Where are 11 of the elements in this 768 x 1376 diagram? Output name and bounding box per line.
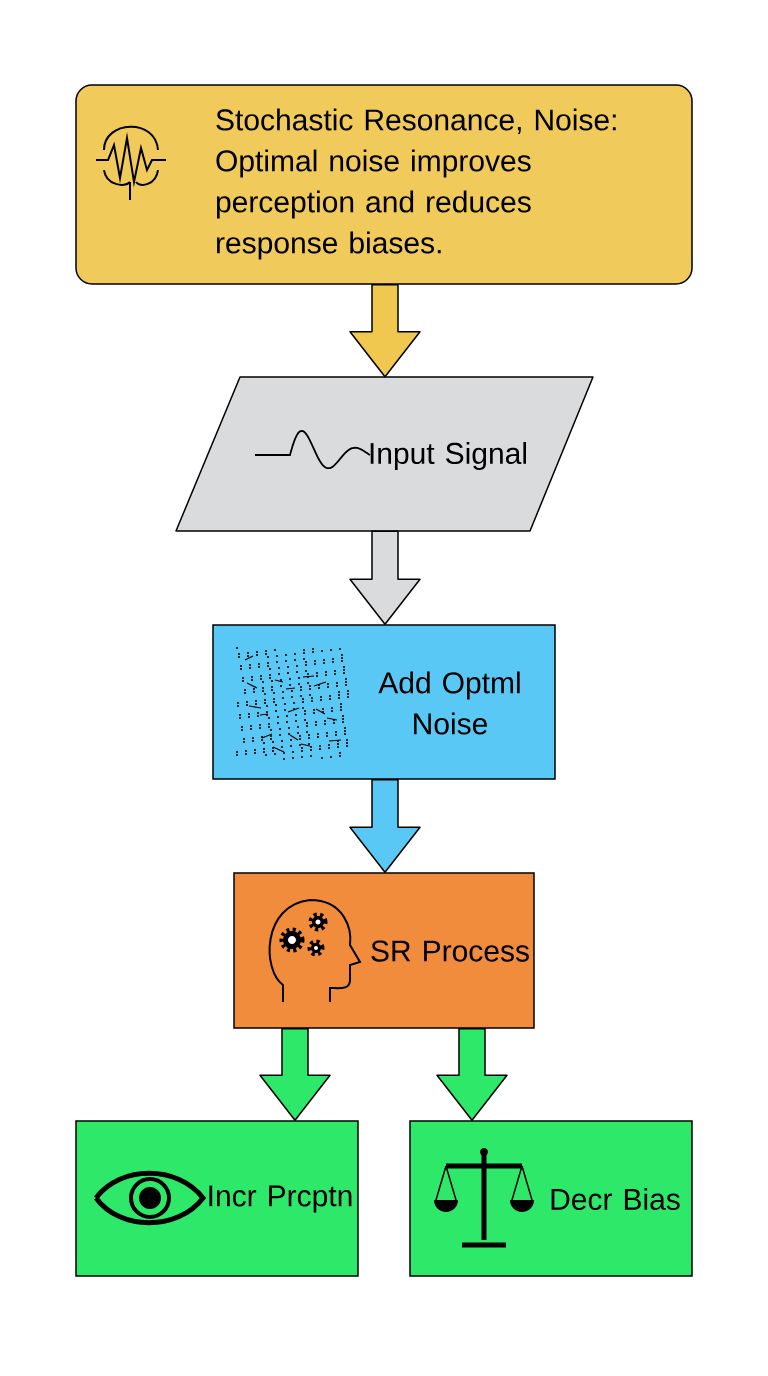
output-box: Decr Bias xyxy=(409,1120,693,1277)
process-box: Add Optml Noise xyxy=(212,624,556,780)
block-arrow xyxy=(349,284,421,378)
block-arrow xyxy=(436,1028,508,1121)
topic-box: Stochastic Resonance, Noise: Optimal noise improves perception and reduces response biases. xyxy=(75,84,693,285)
input-parallelogram: Input Signal xyxy=(175,376,594,532)
output-box: Incr Prcptn xyxy=(75,1120,359,1277)
block-arrow xyxy=(259,1028,331,1121)
process-box: SR Process xyxy=(233,872,535,1029)
block-arrow xyxy=(349,779,421,873)
block-arrow xyxy=(349,530,421,625)
